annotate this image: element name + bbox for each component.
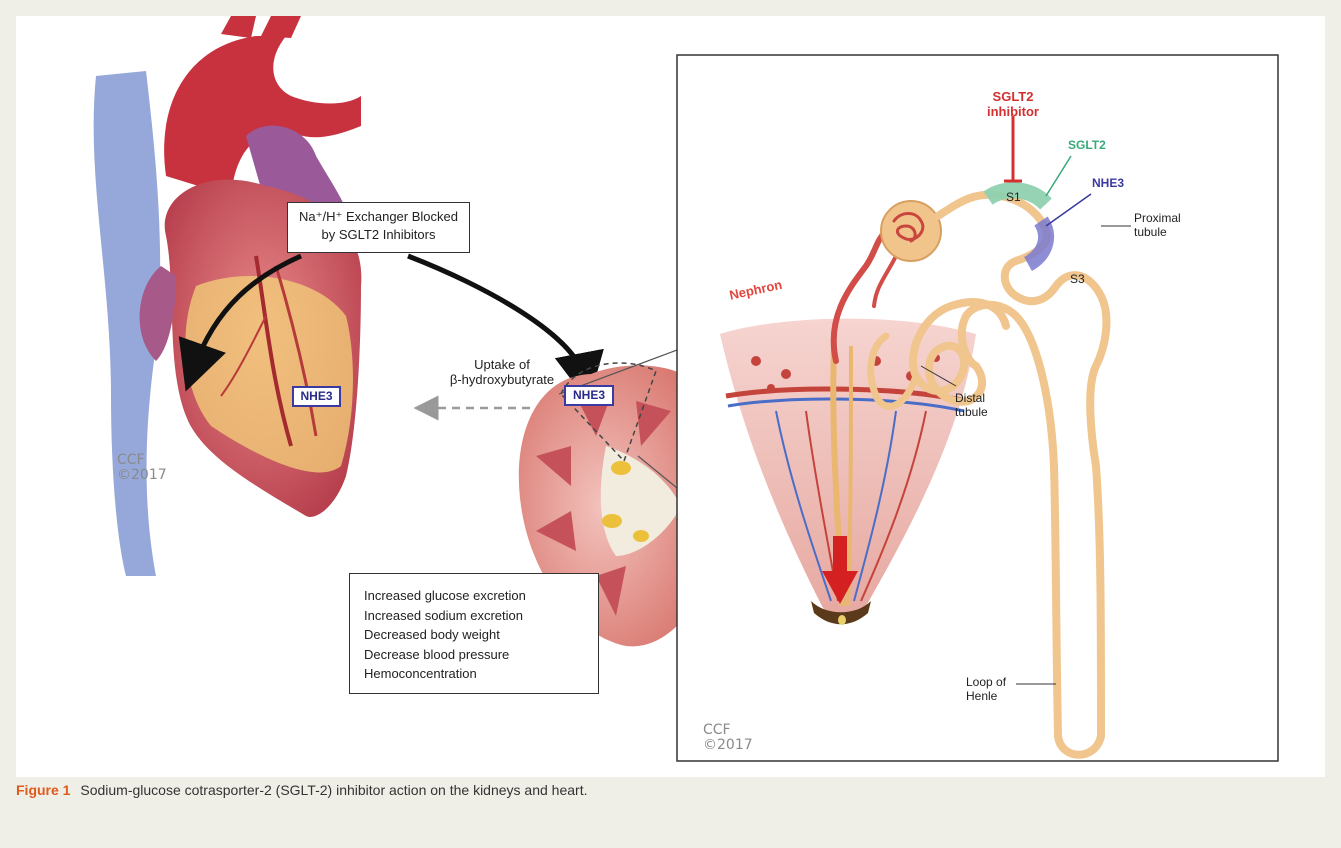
distal-line2: tubule	[955, 405, 988, 419]
kidney-nhe3-label: NHE3	[564, 385, 614, 406]
nephron-credit: CCF ©2017	[703, 723, 753, 753]
distal-tubule-label: Distal tubule	[955, 391, 988, 419]
proximal-line1: Proximal	[1134, 211, 1181, 225]
inhibitor-line1: SGLT2	[982, 89, 1044, 104]
uptake-line2: β-hydroxybutyrate	[447, 372, 557, 387]
uptake-label: Uptake of β-hydroxybutyrate	[447, 357, 557, 387]
heart-credit-line2: ©2017	[117, 468, 167, 483]
heart-illustration	[94, 16, 362, 576]
sglt2-inhibitor-label: SGLT2 inhibitor	[982, 89, 1044, 119]
figure-illustration	[16, 16, 1325, 777]
exchanger-line1: Na⁺/H⁺ Exchanger Blocked	[288, 208, 469, 226]
proximal-line2: tubule	[1134, 225, 1181, 239]
effects-box: Increased glucose excretion Increased so…	[349, 573, 599, 694]
loop-of-henle-label: Loop of Henle	[966, 675, 1006, 703]
effect-item: Decrease blood pressure	[364, 645, 598, 665]
loop-line2: Henle	[966, 689, 1006, 703]
exchanger-box: Na⁺/H⁺ Exchanger Blocked by SGLT2 Inhibi…	[287, 202, 470, 253]
nephron-credit-line1: CCF	[703, 723, 753, 738]
heart-credit: CCF ©2017	[117, 453, 167, 483]
heart-credit-line1: CCF	[117, 453, 167, 468]
distal-line1: Distal	[955, 391, 988, 405]
sglt2-label: SGLT2	[1068, 138, 1106, 153]
exchanger-line2: by SGLT2 Inhibitors	[288, 226, 469, 244]
caption-text: Sodium-glucose cotrasporter-2 (SGLT-2) i…	[80, 782, 587, 798]
nephron-credit-line2: ©2017	[703, 738, 753, 753]
figure-panel: Na⁺/H⁺ Exchanger Blocked by SGLT2 Inhibi…	[16, 16, 1325, 777]
effect-item: Hemoconcentration	[364, 664, 598, 684]
heart-nhe3-label: NHE3	[292, 386, 341, 407]
figure-caption: Figure 1 Sodium-glucose cotrasporter-2 (…	[16, 782, 1325, 806]
inhibitor-line2: inhibitor	[982, 104, 1044, 119]
effect-item: Decreased body weight	[364, 625, 598, 645]
s3-label: S3	[1070, 272, 1085, 287]
figure-number: Figure 1	[16, 782, 70, 798]
nhe3-label: NHE3	[1092, 176, 1124, 191]
uptake-line1: Uptake of	[447, 357, 557, 372]
proximal-tubule-label: Proximal tubule	[1134, 211, 1181, 239]
s1-label: S1	[1006, 190, 1021, 205]
effect-item: Increased sodium excretion	[364, 606, 598, 626]
loop-line1: Loop of	[966, 675, 1006, 689]
effect-item: Increased glucose excretion	[364, 586, 598, 606]
